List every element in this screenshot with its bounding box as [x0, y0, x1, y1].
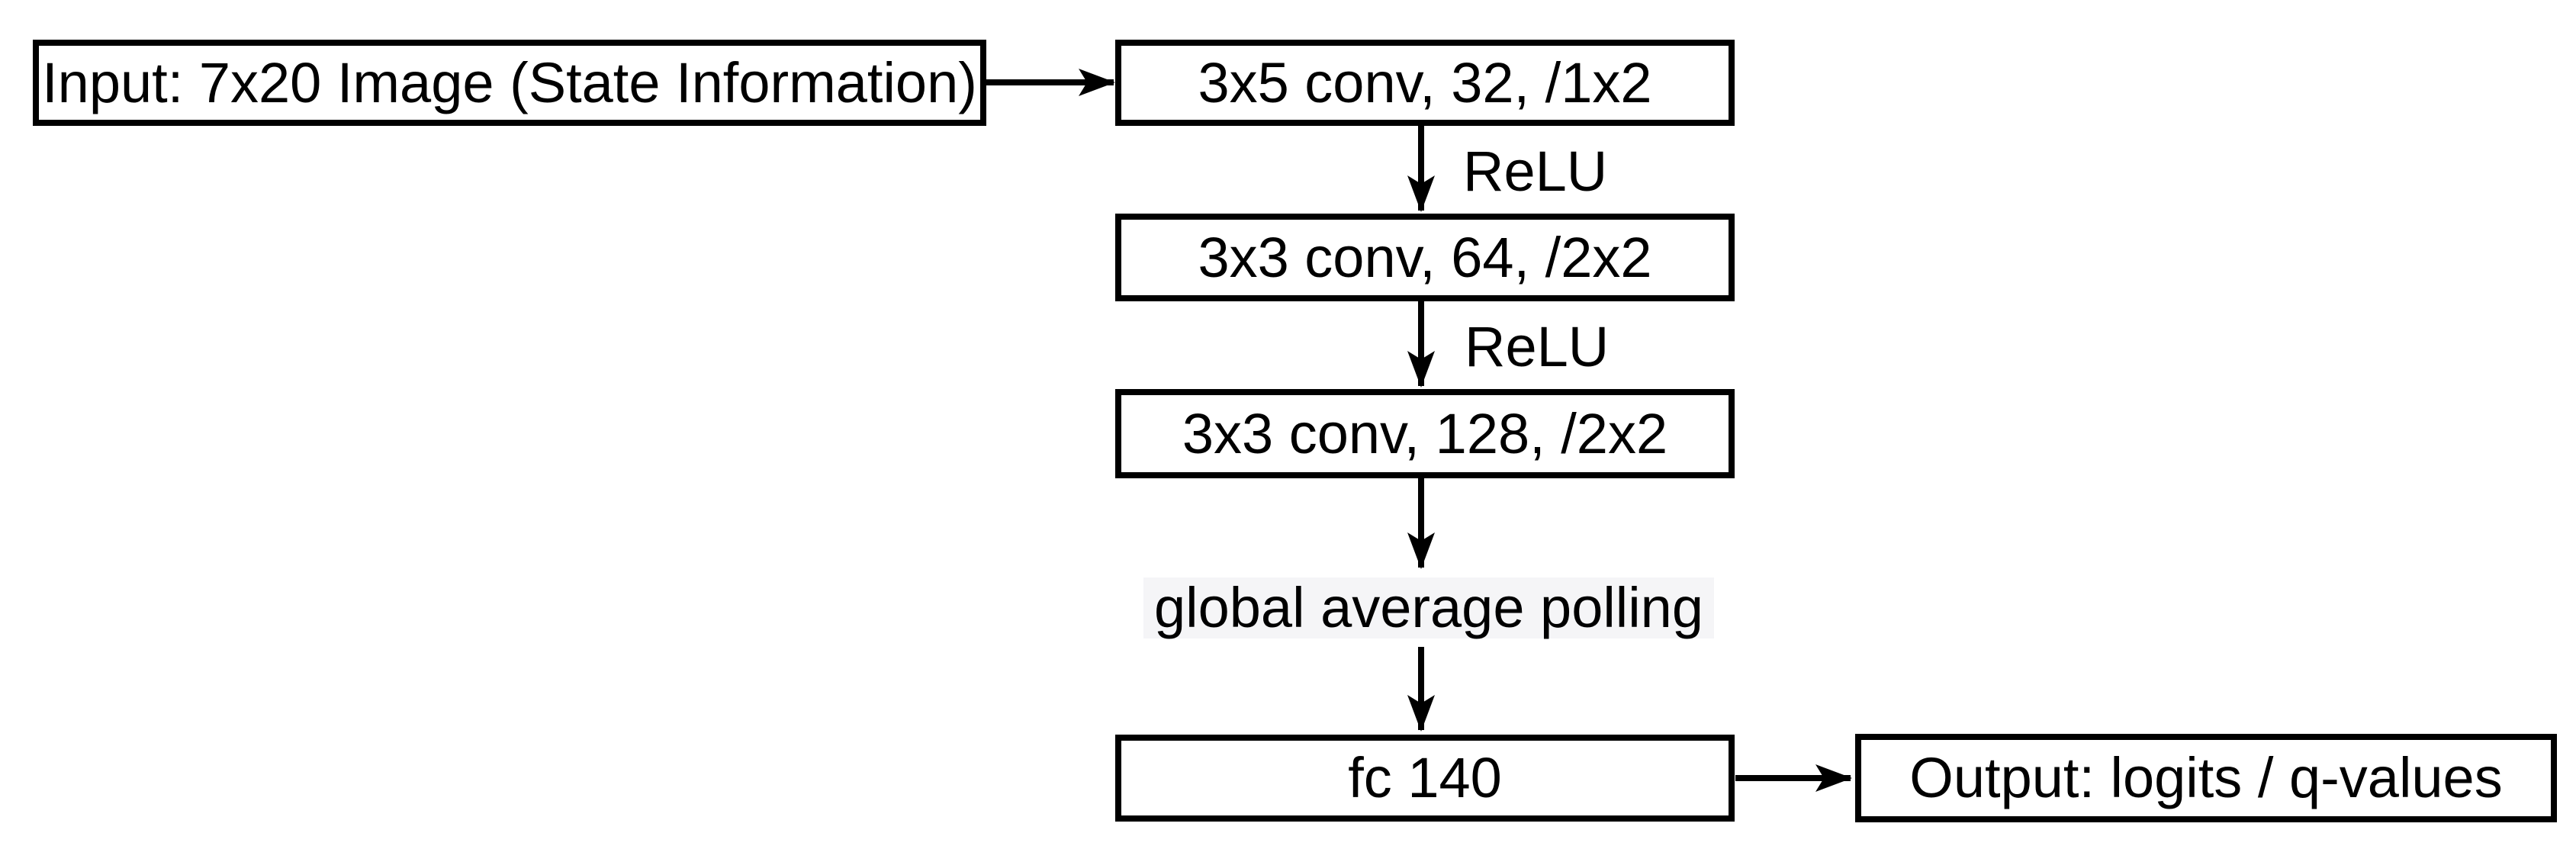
node-global-average-pooling: global average polling	[1143, 577, 1714, 638]
node-conv3: 3x3 conv, 128, /2x2	[1115, 389, 1735, 478]
node-conv1: 3x5 conv, 32, /1x2	[1115, 40, 1735, 126]
node-input: Input: 7x20 Image (State Information)	[33, 40, 986, 126]
edge-label-relu-1: ReLU	[1463, 140, 1608, 203]
node-output: Output: logits / q-values	[1855, 734, 2557, 822]
edge-label-relu-2: ReLU	[1465, 315, 1610, 378]
node-conv2: 3x3 conv, 64, /2x2	[1115, 214, 1735, 301]
node-fc: fc 140	[1115, 735, 1735, 822]
